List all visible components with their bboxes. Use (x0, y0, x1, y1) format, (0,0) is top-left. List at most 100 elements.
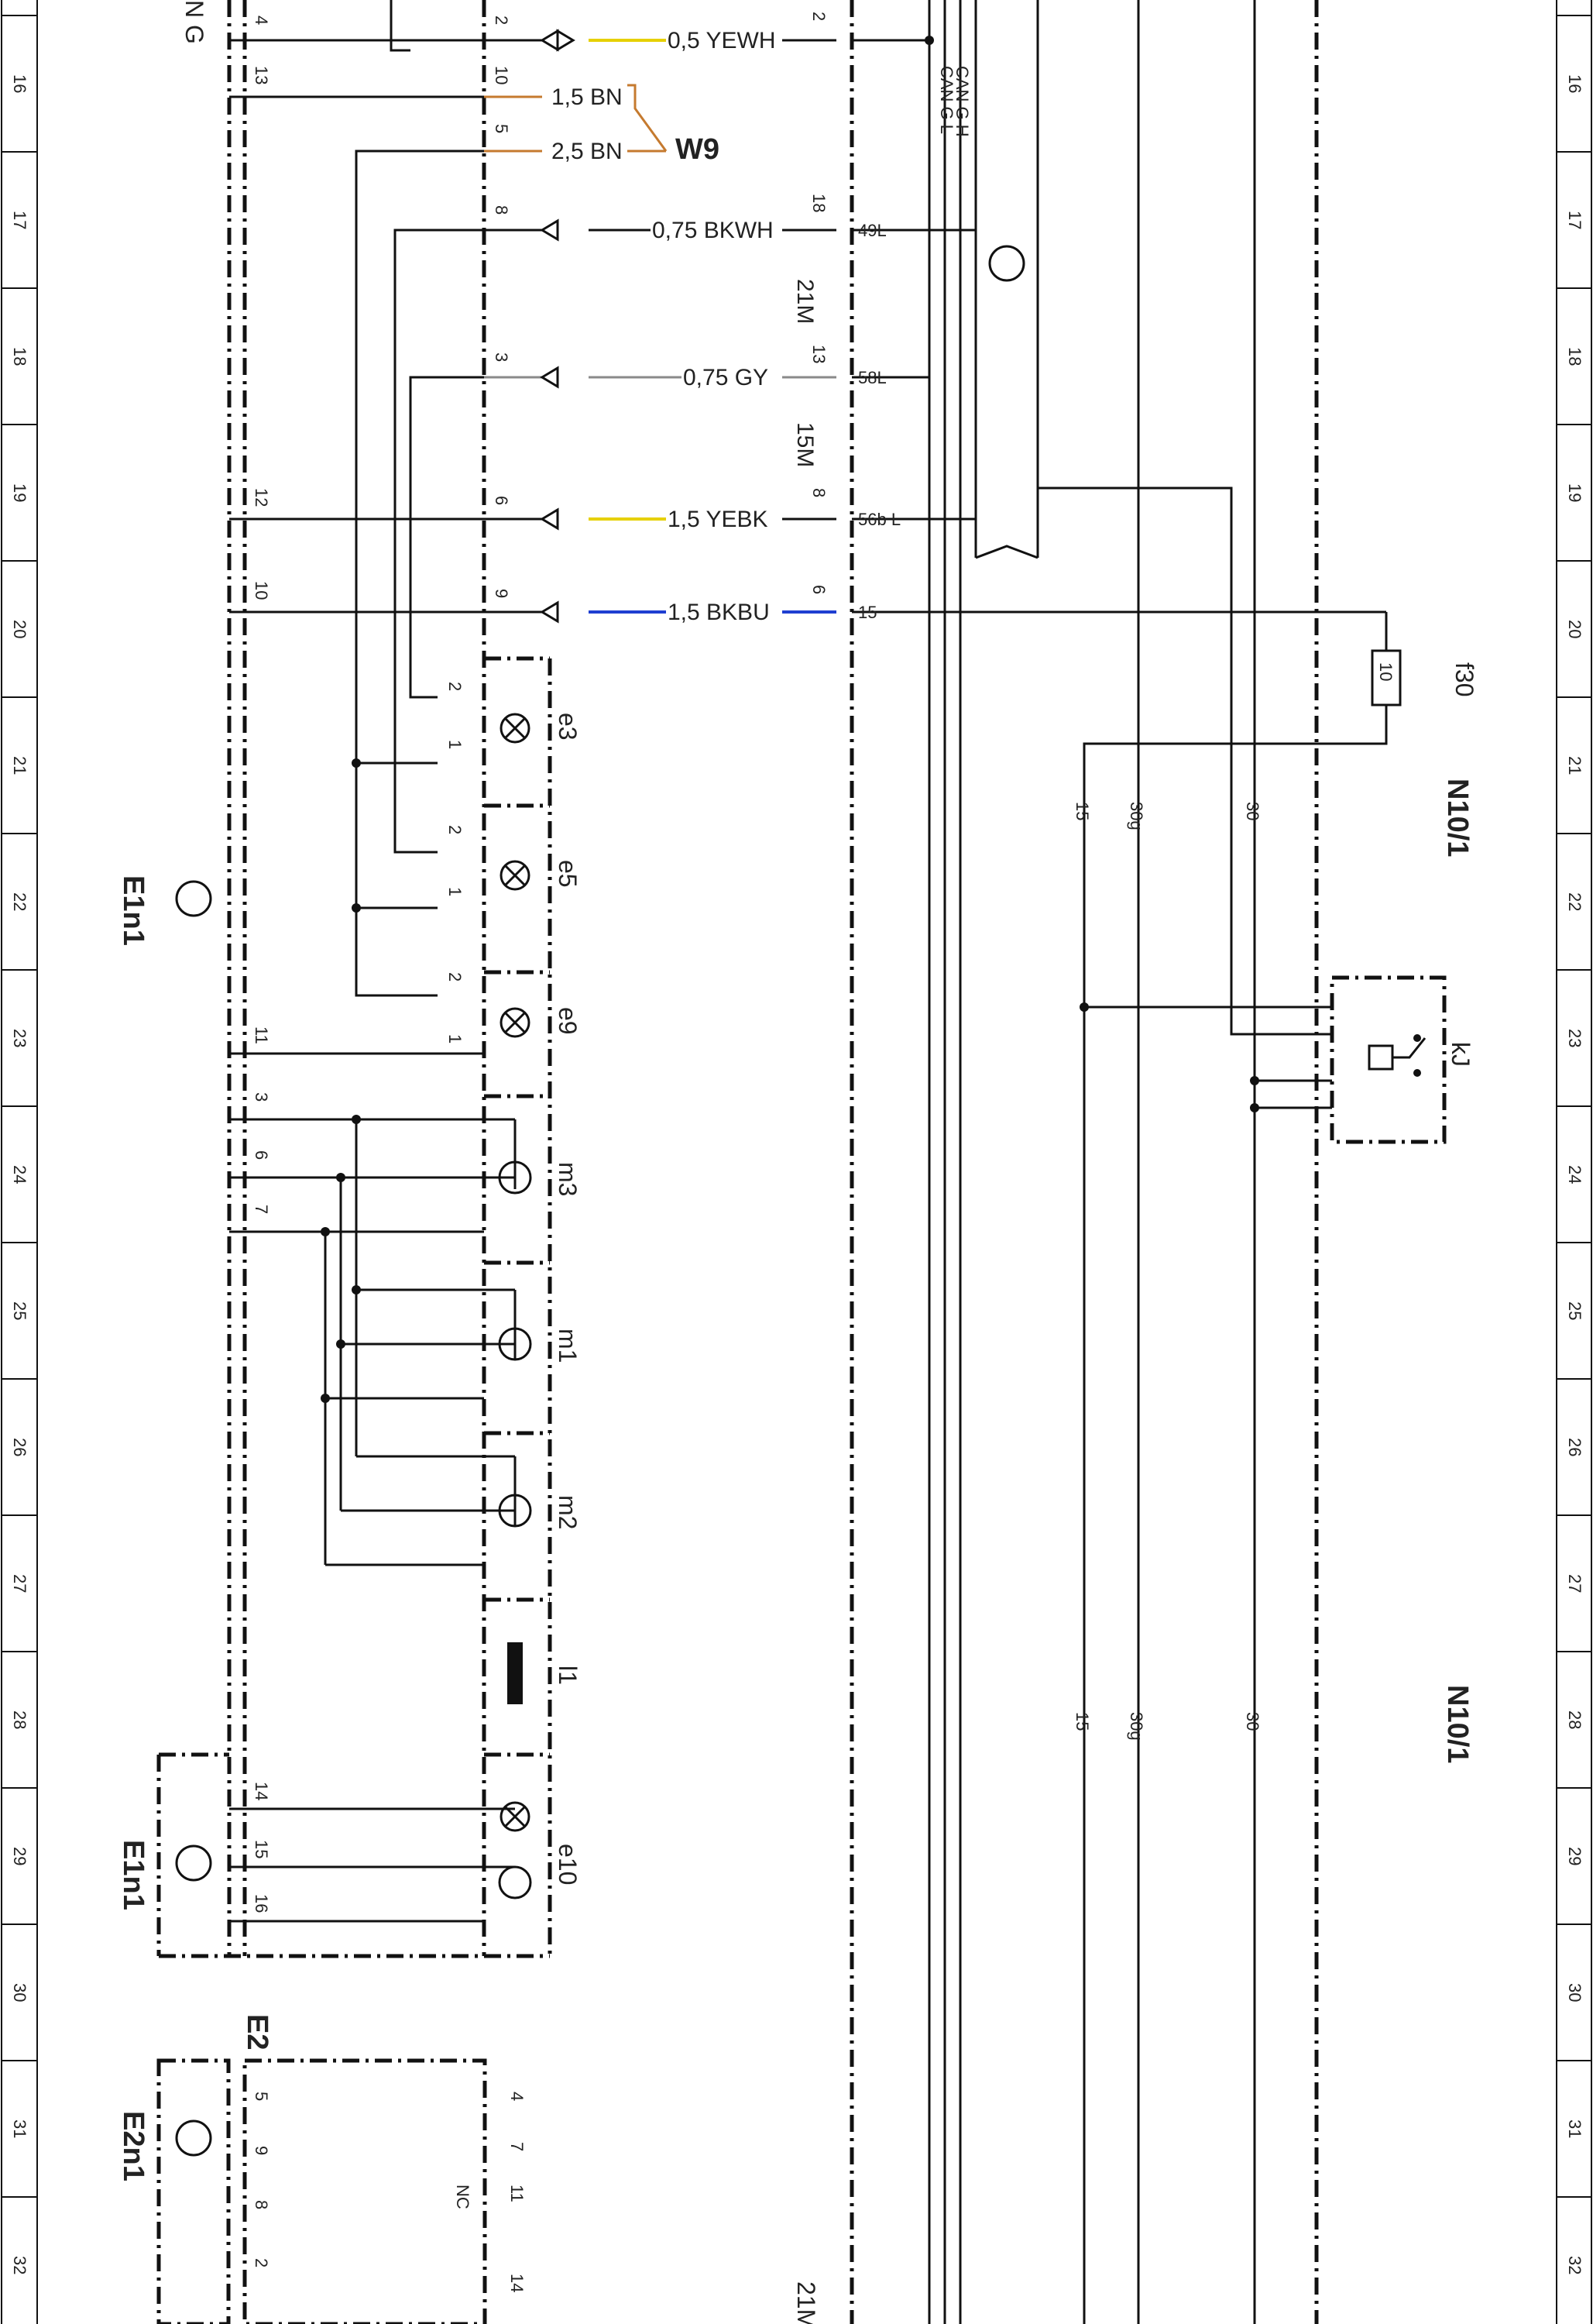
pin-left-a-7: 7 (252, 1205, 271, 1214)
pin-right-8: 8 (809, 488, 829, 497)
grid-number: 29 (1565, 1847, 1584, 1865)
grid-number: 23 (10, 1029, 29, 1047)
bulb-label-e9: e9 (554, 1007, 582, 1035)
inductor-label-l1: l1 (554, 1666, 582, 1685)
pin-mid-10: 10 (492, 66, 511, 84)
grid-number: 17 (1565, 211, 1584, 229)
left-wires (229, 0, 517, 1923)
grid-number: 26 (10, 1438, 29, 1456)
motor-label-m3: m3 (554, 1162, 582, 1196)
grid-number: 30 (10, 1983, 29, 2002)
grid-number: 31 (10, 2119, 29, 2138)
n10-label-lower: N10/1 (1441, 1685, 1474, 1763)
pin-left-b-2: 2 (252, 2258, 271, 2267)
can-label-h: CAN G H (953, 66, 972, 137)
pin-e2-4: 4 (507, 2092, 527, 2101)
pin-left-a-15: 15 (252, 1840, 271, 1858)
terminal-49l: 49L (858, 221, 887, 240)
n10-label-upper: N10/1 (1441, 779, 1474, 857)
bus-label-15-lower: 15 (1073, 1712, 1092, 1731)
bulb-label-e3: e3 (554, 713, 582, 741)
bus-label-15-upper: 15 (1073, 802, 1092, 820)
bus-label-30g-upper: 30g (1127, 802, 1146, 830)
terminal-56bl: 56b L (858, 510, 901, 529)
wire-label-5: 1,5 YEBK (668, 507, 768, 532)
pin-left-b-8: 8 (252, 2200, 271, 2209)
connector-terminals: 49L 58L 56b L 15 21M 15M CAN G L CAN G H (792, 66, 972, 622)
pin-left-b-5: 5 (252, 2092, 271, 2101)
grid-number: 31 (1565, 2119, 1584, 2138)
bus-label-30-lower: 30 (1243, 1712, 1262, 1731)
terminal-15: 15 (858, 603, 877, 622)
bulb-label-e5: e5 (554, 860, 582, 888)
grid-number: 19 (10, 483, 29, 502)
pin-mid-9: 9 (492, 589, 511, 598)
bulb-label-e10: e10 (554, 1844, 582, 1885)
pin-e3-1: 1 (445, 740, 465, 749)
bottom-partial-label: 21M (792, 2281, 820, 2324)
bus-label-30g-lower: 30g (1127, 1712, 1146, 1741)
module-boundaries (156, 0, 1447, 2324)
module-label-e2n1: E2n1 (117, 2111, 149, 2181)
pin-e9-2: 2 (445, 972, 465, 982)
fuse-label: f30 (1451, 662, 1478, 696)
grid-number: 25 (1565, 1301, 1584, 1320)
can-label-l: CAN G L (937, 66, 956, 134)
pin-mid-2: 2 (492, 15, 511, 25)
right-wires (852, 0, 1426, 2324)
pin-left-a-14: 14 (252, 1782, 271, 1800)
pin-numbers: 4 13 12 10 11 3 6 7 14 15 16 5 9 8 2 2 1… (252, 12, 829, 2292)
pin-left-a-4: 4 (252, 15, 271, 25)
top-partial-label: N G (180, 0, 208, 44)
connector-21m: 21M (792, 279, 818, 324)
pin-e2-7: 7 (507, 2142, 527, 2151)
pin-mid-5: 5 (492, 124, 511, 133)
grid-number: 22 (10, 892, 29, 911)
grid-number: 18 (1565, 347, 1584, 366)
pin-left-b-9: 9 (252, 2146, 271, 2155)
motor-label-m2: m2 (554, 1495, 582, 1529)
wire-label-0: 0,5 YEWH (668, 28, 776, 53)
grid-number: 29 (10, 1847, 29, 1865)
grid-number: 27 (10, 1574, 29, 1593)
grid-number: 25 (10, 1301, 29, 1320)
grid-number: 28 (1565, 1710, 1584, 1729)
module-label-e1n1-b: E1n1 (117, 1840, 149, 1910)
pin-left-a-6: 6 (252, 1150, 271, 1160)
grid-number: 17 (10, 211, 29, 229)
pin-left-a-10: 10 (252, 581, 271, 600)
pin-left-a-3: 3 (252, 1092, 271, 1102)
module-label-e1n1-a: E1n1 (117, 875, 149, 946)
pin-e2-11: 11 (507, 2185, 527, 2202)
wire-label-1: 1,5 BN (551, 84, 623, 110)
grid-number: 21 (1565, 756, 1584, 775)
grid-number: 32 (1565, 2256, 1584, 2274)
pin-right-6: 6 (809, 585, 829, 594)
pin-e3-2: 2 (445, 682, 465, 691)
wire-labels: 0,5 YEWH 1,5 BN 2,5 BN 0,75 BKWH 0,75 GY… (551, 28, 776, 625)
colored-wires (484, 29, 836, 624)
wire-label-4: 0,75 GY (683, 365, 768, 390)
grid-number: 20 (10, 620, 29, 638)
pin-left-a-11: 11 (252, 1026, 271, 1044)
pin-right-2: 2 (809, 12, 829, 21)
grid-number: 28 (10, 1710, 29, 1729)
ground-label: W9 (675, 133, 719, 166)
bus-label-30-upper: 30 (1243, 802, 1262, 820)
pin-left-a-12: 12 (252, 488, 271, 507)
pin-e5-1: 1 (445, 887, 465, 896)
relay-label: kJ (1447, 1042, 1475, 1067)
wire-label-6: 1,5 BKBU (668, 600, 770, 625)
grid-number: 27 (1565, 1574, 1584, 1593)
grid-number: 30 (1565, 1983, 1584, 2002)
grid-number: 22 (1565, 892, 1584, 911)
grid-number: 21 (10, 756, 29, 775)
pin-mid-3: 3 (492, 352, 511, 362)
pin-left-a-13: 13 (252, 66, 271, 84)
fuse-rating: 10 (1376, 662, 1396, 681)
pin-e9-1: 1 (445, 1034, 465, 1043)
pin-e5-2: 2 (445, 825, 465, 834)
motor-label-m1: m1 (554, 1329, 582, 1363)
